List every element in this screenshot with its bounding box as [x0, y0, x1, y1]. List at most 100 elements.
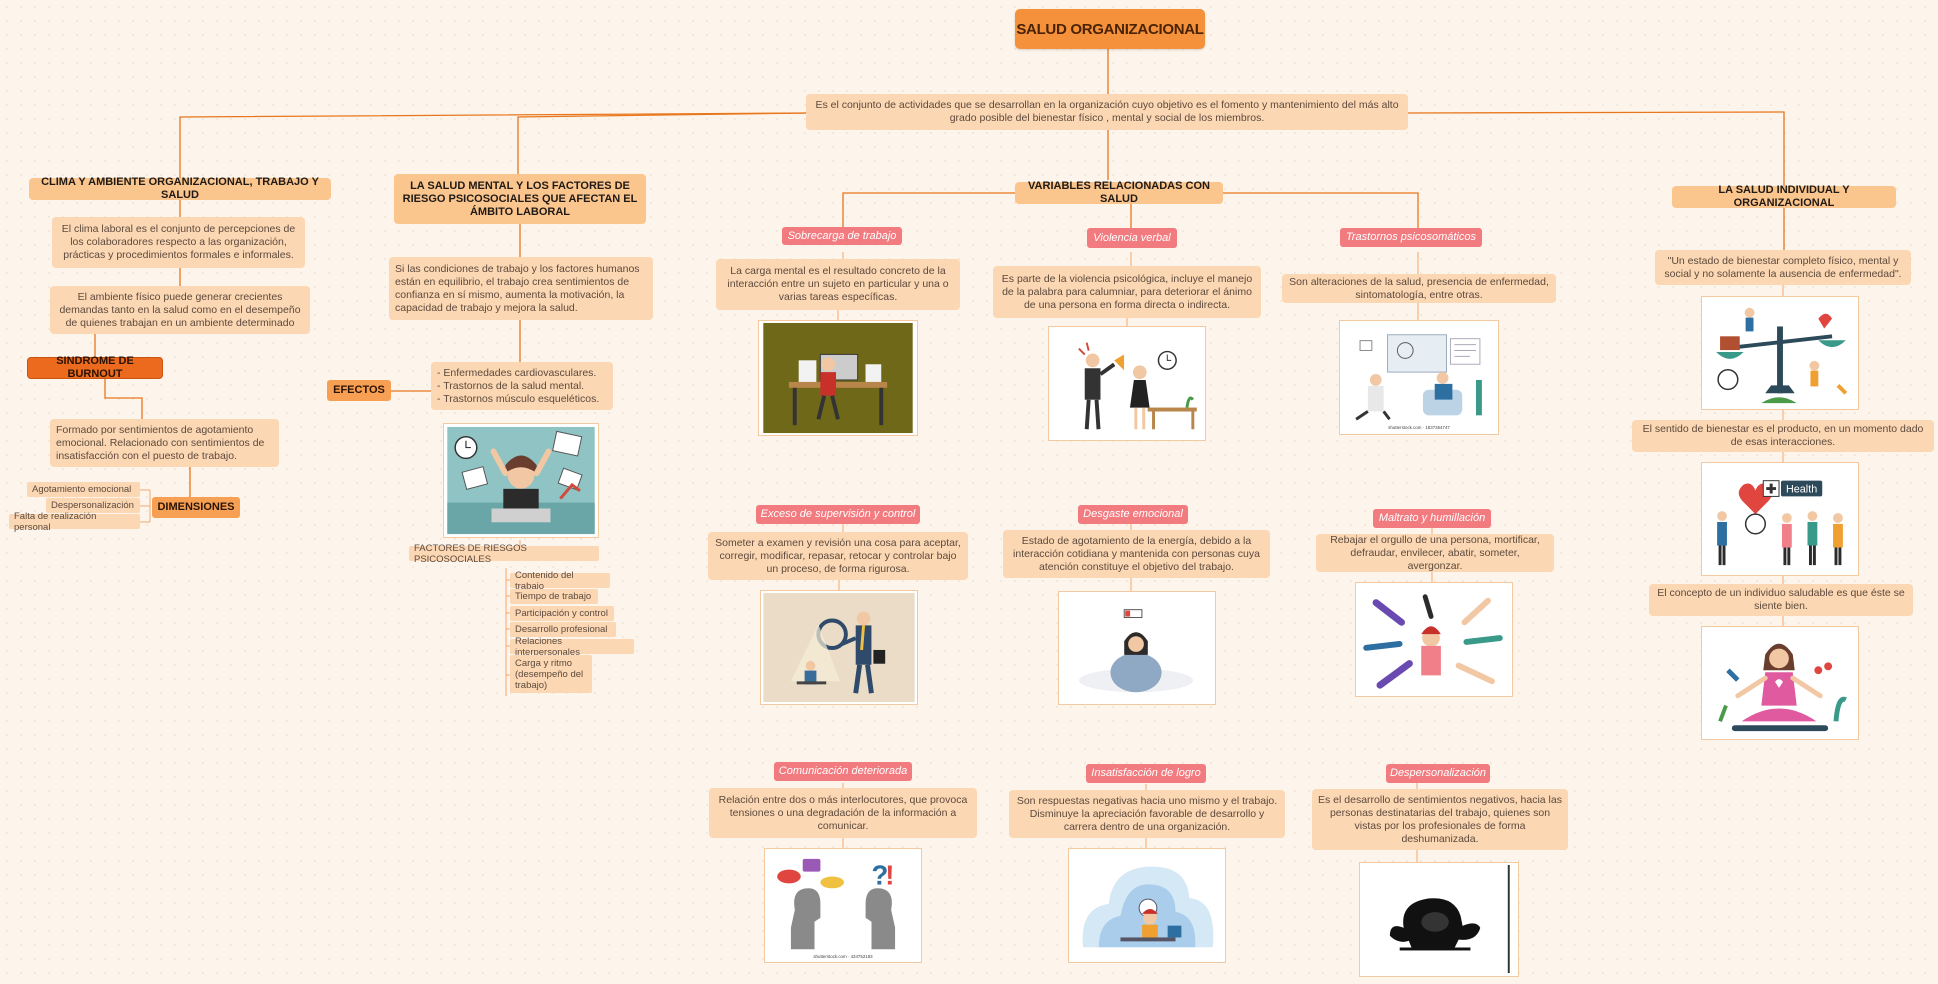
variable-label-supervision[interactable]: Exceso de supervisión y control — [756, 505, 920, 524]
individual-title: LA SALUD INDIVIDUAL Y ORGANIZACIONAL — [1718, 184, 1850, 209]
variable-desc-maltrato[interactable]: Rebajar el orgullo de una persona, morti… — [1316, 534, 1554, 572]
variable-desc-despersonalizacion[interactable]: Es el desarrollo de sentimientos negativ… — [1312, 789, 1568, 850]
variable-desc-text: Relación entre dos o más interlocutores,… — [718, 793, 968, 832]
verbal-violence-image — [1048, 326, 1206, 441]
variable-desc-violencia[interactable]: Es parte de la violencia psicológica, in… — [993, 266, 1261, 318]
variable-label-desgaste[interactable]: Desgaste emocional — [1078, 505, 1188, 524]
variable-label-text: Sobrecarga de trabajo — [787, 229, 897, 242]
stock-caption: shutterstock.com · 1837364747 — [1388, 425, 1450, 430]
psychosomatic-image: shutterstock.com · 1837364747 — [1339, 320, 1499, 435]
root-node[interactable]: SALUD ORGANIZACIONAL — [1015, 9, 1205, 49]
variable-label-text: Trastornos psicosomáticos — [1345, 231, 1476, 243]
clima-title-node[interactable]: CLIMA Y AMBIENTE ORGANIZACIONAL, TRABAJO… — [29, 176, 331, 201]
variable-label-maltrato[interactable]: Maltrato y humillación — [1373, 509, 1491, 528]
variable-label-text: Comunicación deteriorada — [778, 765, 908, 777]
individual-desc1-node[interactable]: El sentido de bienestar es el producto, … — [1632, 420, 1934, 452]
variable-label-insatisfaccion[interactable]: Insatisfacción de logro — [1086, 764, 1206, 783]
individual-desc2-node[interactable]: El concepto de un individuo saludable es… — [1649, 584, 1913, 616]
factor-label: Tiempo de trabajo — [515, 591, 592, 602]
variable-label-text: Desgaste emocional — [1083, 508, 1183, 520]
burnout-desc-node[interactable]: Formado por sentimientos de agotamiento … — [50, 419, 279, 467]
individual-desc2: El concepto de un individuo saludable es… — [1657, 587, 1905, 612]
factor-label: Participación y control — [515, 608, 608, 619]
dimensiones-title: DIMENSIONES — [157, 501, 235, 513]
factor-item[interactable]: Carga y ritmo (desempeño del trabajo) — [510, 655, 592, 693]
factores-node[interactable]: FACTORES DE RIESGOS PSICOSOCIALES — [409, 543, 599, 565]
clima-desc1-node[interactable]: El clima laboral es el conjunto de perce… — [52, 217, 305, 268]
variable-label-text: Violencia verbal — [1093, 231, 1171, 244]
efectos-list-node[interactable]: - Enfermedades cardiovasculares. - Trast… — [431, 362, 613, 410]
factor-label: Carga y ritmo (desempeño del trabajo) — [515, 657, 584, 691]
mental-desc: Si las condiciones de trabajo y los fact… — [395, 262, 640, 314]
dim-label: Falta de realización personal — [14, 510, 97, 533]
individual-quote: "Un estado de bienestar completo físico,… — [1664, 254, 1902, 280]
balance-scale-image — [1701, 296, 1859, 410]
dimensiones-node[interactable]: DIMENSIONES — [152, 497, 240, 518]
variable-desc-comunicacion[interactable]: Relación entre dos o más interlocutores,… — [709, 788, 977, 838]
individual-quote-node[interactable]: "Un estado de bienestar completo físico,… — [1655, 250, 1911, 285]
variables-title: VARIABLES RELACIONADAS CON SALUD — [1028, 180, 1210, 205]
factor-label: Relaciones interpersonales — [515, 635, 580, 658]
svg-text:!: ! — [885, 859, 894, 890]
mental-desc-node[interactable]: Si las condiciones de trabajo y los fact… — [389, 257, 653, 320]
variable-desc-insatisfaccion[interactable]: Son respuestas negativas hacia uno mismo… — [1009, 790, 1285, 838]
factor-item[interactable]: Contenido del trabajo — [510, 570, 610, 592]
dim-label: Agotamiento emocional — [32, 484, 132, 495]
variable-desc-trastornos[interactable]: Son alteraciones de la salud, presencia … — [1282, 274, 1556, 303]
health-team-image: Health — [1701, 462, 1859, 576]
health-sign-text: Health — [1786, 483, 1817, 495]
variables-title-node[interactable]: VARIABLES RELACIONADAS CON SALUD — [1015, 180, 1223, 205]
mental-title-node[interactable]: LA SALUD MENTAL Y LOS FACTORES DE RIESGO… — [394, 174, 646, 224]
efectos-node[interactable]: EFECTOS — [327, 380, 391, 401]
variable-desc-text: Rebajar el orgullo de una persona, morti… — [1330, 533, 1540, 572]
variable-label-comunicacion[interactable]: Comunicación deteriorada — [774, 762, 912, 781]
variable-label-violencia[interactable]: Violencia verbal — [1087, 228, 1177, 248]
dim-item[interactable]: Agotamiento emocional — [27, 482, 140, 497]
efecto-item: - Enfermedades cardiovasculares. — [437, 366, 597, 379]
factor-item[interactable]: Desarrollo profesional — [510, 622, 616, 637]
variable-desc-text: Es parte de la violencia psicológica, in… — [1001, 272, 1253, 311]
variable-label-despersonalizacion[interactable]: Despersonalización — [1386, 764, 1490, 783]
clima-desc1: El clima laboral es el conjunto de perce… — [61, 223, 296, 261]
burnout-desc: Formado por sentimientos de agotamiento … — [56, 423, 265, 462]
variable-label-trastornos[interactable]: Trastornos psicosomáticos — [1340, 228, 1482, 247]
factor-label: Contenido del trabajo — [515, 569, 574, 592]
clima-desc2-node[interactable]: El ambiente físico puede generar crecien… — [50, 286, 310, 334]
variable-desc-text: Son respuestas negativas hacia uno mismo… — [1016, 794, 1278, 833]
mental-title: LA SALUD MENTAL Y LOS FACTORES DE RIESGO… — [402, 179, 638, 218]
stressed-worker-image — [443, 423, 599, 538]
dissatisfaction-image — [1068, 848, 1226, 963]
burnout-node[interactable]: SINDROME DE BURNOUT — [28, 355, 162, 380]
communication-image: ? ! shutterstock.com · 434752183 — [764, 848, 922, 963]
variable-label-sobrecarga[interactable]: Sobrecarga de trabajo — [782, 227, 902, 245]
variable-desc-text: Someter a examen y revisión una cosa par… — [715, 536, 961, 575]
svg-text:?: ? — [871, 859, 888, 890]
dim-item[interactable]: Falta de realización personal — [9, 511, 140, 533]
stock-caption: shutterstock.com · 434752183 — [813, 954, 873, 959]
factor-item[interactable]: Tiempo de trabajo — [510, 589, 598, 604]
burnout-title: SINDROME DE BURNOUT — [56, 355, 134, 380]
root-title: SALUD ORGANIZACIONAL — [1016, 20, 1204, 38]
variable-desc-supervision[interactable]: Someter a examen y revisión una cosa par… — [708, 532, 968, 580]
definition-node[interactable]: Es el conjunto de actividades que se des… — [806, 94, 1408, 130]
office-overload-image — [758, 320, 918, 436]
variable-desc-text: Es el desarrollo de sentimientos negativ… — [1318, 793, 1562, 845]
variable-desc-text: La carga mental es el resultado concreto… — [727, 265, 949, 303]
individual-title-node[interactable]: LA SALUD INDIVIDUAL Y ORGANIZACIONAL — [1672, 184, 1896, 209]
dim-item[interactable]: Despersonalización — [46, 498, 140, 513]
efecto-item: - Trastornos músculo esqueléticos. — [437, 392, 600, 405]
variable-desc-text: Estado de agotamiento de la energía, deb… — [1013, 534, 1260, 573]
variable-label-text: Despersonalización — [1390, 767, 1486, 779]
factor-item[interactable]: Relaciones interpersonales — [510, 636, 634, 658]
factor-item[interactable]: Participación y control — [510, 606, 614, 621]
meditation-image — [1701, 626, 1859, 740]
variable-desc-sobrecarga[interactable]: La carga mental es el resultado concreto… — [716, 259, 960, 310]
variable-desc-desgaste[interactable]: Estado de agotamiento de la energía, deb… — [1003, 530, 1270, 578]
variable-label-text: Exceso de supervisión y control — [760, 508, 916, 520]
clima-desc2: El ambiente físico puede generar crecien… — [59, 290, 301, 329]
variable-label-text: Maltrato y humillación — [1378, 512, 1486, 524]
variable-label-text: Insatisfacción de logro — [1091, 767, 1201, 779]
efectos-title: EFECTOS — [333, 384, 385, 396]
supervision-image — [760, 590, 918, 705]
efecto-item: - Trastornos de la salud mental. — [437, 379, 585, 392]
